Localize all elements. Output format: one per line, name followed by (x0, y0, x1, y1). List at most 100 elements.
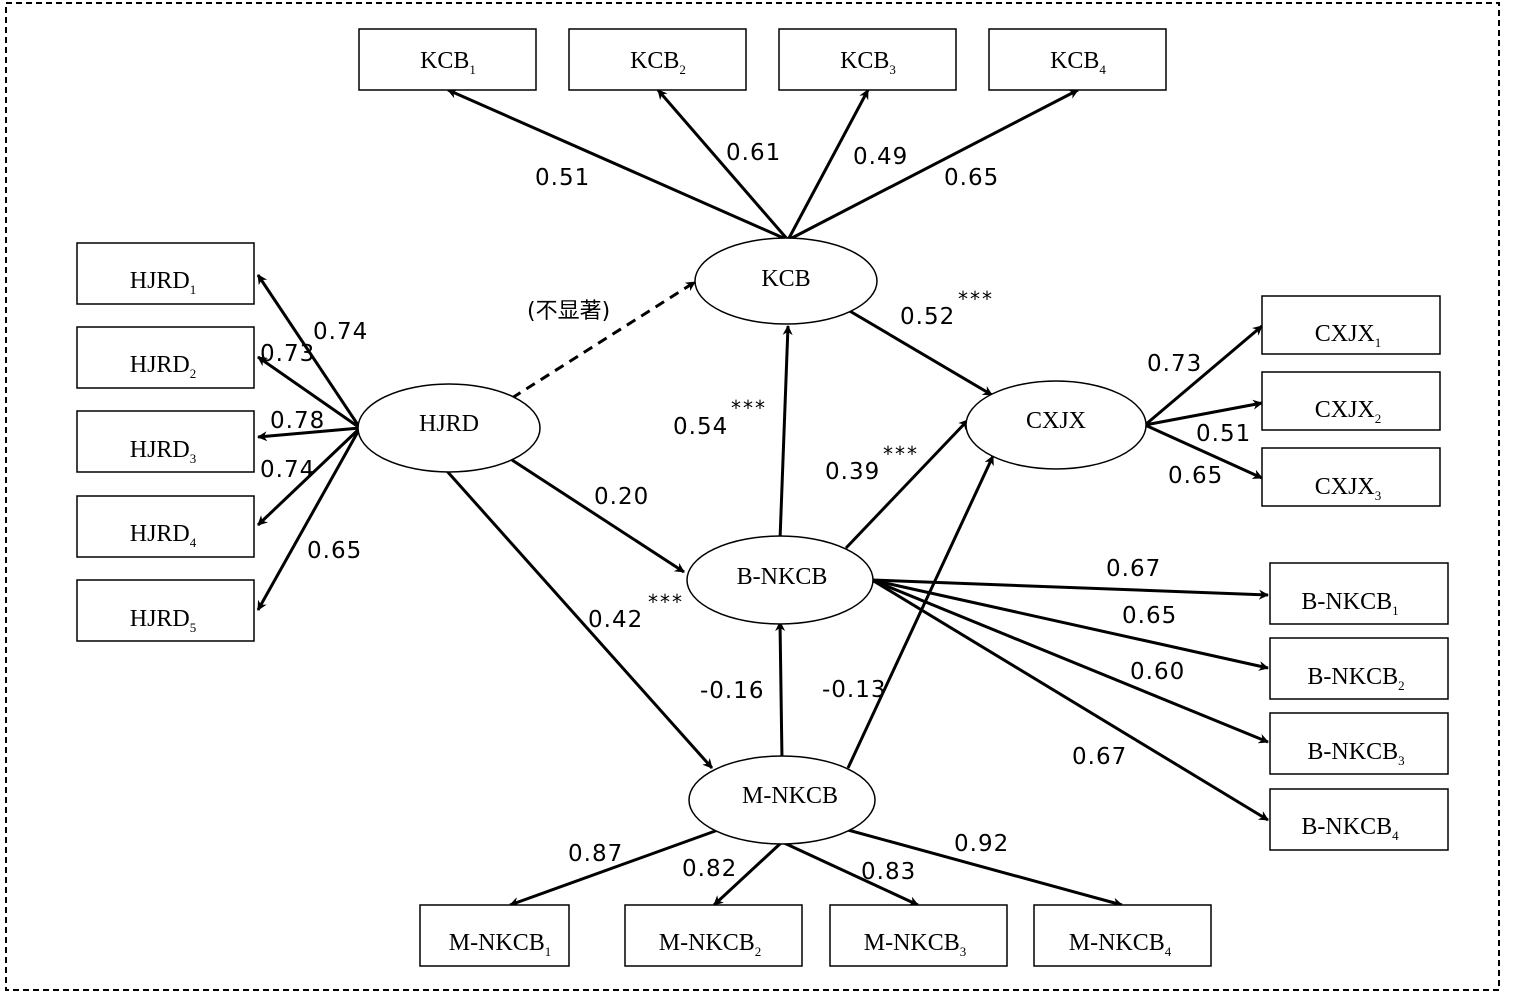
box-kcb4 (988, 28, 1167, 91)
label-kcb2: KCB2 (630, 48, 686, 77)
loading-cxjx3: 0.65 (1168, 463, 1223, 489)
arrow-mnkcb-mnkcb1 (509, 828, 719, 907)
label-mnkcb4: M-NKCB4 (1069, 930, 1172, 959)
path-bnkcb-kcb: 0.54 (673, 414, 728, 440)
latent-bnkcb: B-NKCB (686, 535, 874, 625)
path-hjrd-bnkcb-sig: *** (648, 590, 684, 614)
arrow-cxjx-cxjx2 (1144, 399, 1263, 427)
arrow-hjrd-hjrd4 (256, 426, 362, 527)
loading-mnkcb4: 0.92 (954, 831, 1009, 857)
loading-kcb2: 0.61 (726, 140, 781, 166)
loading-mnkcb3: 0.83 (861, 859, 916, 885)
box-cxjx1 (1261, 295, 1441, 355)
loading-hjrd3: 0.78 (270, 408, 325, 434)
loading-hjrd1: 0.74 (313, 319, 368, 345)
arrows (256, 88, 1269, 908)
coefficient-labels: 0.51 0.61 0.49 0.65 0.74 0.73 0.78 0.74 … (260, 140, 1251, 885)
loading-cxjx2: 0.51 (1196, 421, 1251, 447)
latent-hjrd-label: HJRD (419, 411, 479, 437)
box-cxjx2 (1261, 371, 1441, 431)
loading-hjrd2: 0.73 (260, 341, 315, 367)
label-hjrd1: HJRD1 (130, 268, 197, 297)
arrow-kcb-kcb4 (787, 88, 1079, 242)
label-cxjx1: CXJX1 (1315, 321, 1382, 350)
latent-mnkcb-label: M-NKCB (742, 783, 838, 809)
latent-cxjx: CXJX (965, 380, 1147, 470)
loading-hjrd4: 0.74 (260, 457, 315, 483)
label-hjrd4: HJRD4 (130, 521, 197, 550)
path-hjrd-kcb-note: (不显著) (527, 299, 610, 324)
label-bnkcb3: B-NKCB3 (1307, 739, 1404, 768)
latent-bnkcb-label: B-NKCB (737, 564, 828, 590)
label-bnkcb2: B-NKCB2 (1307, 664, 1404, 693)
label-hjrd5: HJRD5 (130, 606, 197, 635)
label-kcb1: KCB1 (420, 48, 476, 77)
arrow-hjrd-hjrd5 (256, 427, 362, 611)
loading-mnkcb2: 0.82 (682, 856, 737, 882)
label-kcb4: KCB4 (1050, 48, 1106, 77)
latent-cxjx-label: CXJX (1026, 408, 1086, 434)
arrow-bnkcb-bnkcb3 (871, 578, 1269, 744)
label-mnkcb3: M-NKCB3 (864, 930, 967, 959)
box-hjrd1 (76, 242, 255, 305)
indicator-labels: KCB1 KCB2 KCB3 KCB4 HJRD1 HJRD2 HJRD3 HJ… (130, 48, 1405, 959)
arrow-bnkcb-bnkcb2 (871, 578, 1269, 671)
box-cxjx3 (1261, 447, 1441, 507)
box-bnkcb4 (1269, 788, 1449, 851)
arrow-kcb-kcb3 (786, 89, 870, 241)
arrow-hjrd-hjrd3 (257, 426, 361, 442)
box-kcb2 (568, 28, 747, 91)
indicator-boxes (76, 28, 1449, 967)
latent-kcb-label: KCB (761, 266, 810, 292)
path-hjrd-mnkcb: 0.42 (588, 607, 643, 633)
loading-cxjx1: 0.73 (1147, 351, 1202, 377)
box-bnkcb1 (1269, 562, 1449, 625)
box-mnkcb2 (624, 904, 803, 967)
arrow-bnkcb-bnkcb1 (871, 578, 1269, 600)
path-bnkcb-kcb-sig: *** (731, 396, 767, 420)
latent-mnkcb: M-NKCB (688, 755, 876, 845)
latent-hjrd: HJRD (357, 383, 541, 473)
arrow-cxjx-cxjx3 (1144, 423, 1263, 480)
arrow-hjrd-hjrd1 (256, 274, 362, 429)
loading-hjrd5: 0.65 (307, 538, 362, 564)
label-hjrd2: HJRD2 (130, 352, 197, 381)
loading-kcb1: 0.51 (535, 165, 590, 191)
path-bnkcb-cxjx: 0.39 (825, 459, 880, 485)
arrow-bnkcb-cxjx (844, 418, 970, 550)
box-hjrd2 (76, 326, 255, 389)
label-bnkcb1: B-NKCB1 (1301, 589, 1398, 618)
arrow-mnkcb-cxjx (846, 455, 995, 769)
loading-bnkcb2: 0.65 (1122, 603, 1177, 629)
arrow-kcb-kcb2 (656, 89, 790, 241)
arrow-hjrd-hjrd2 (257, 355, 361, 430)
arrow-kcb-kcb1 (447, 88, 789, 242)
arrow-mnkcb-mnkcb2 (712, 840, 784, 907)
loading-mnkcb1: 0.87 (568, 841, 623, 867)
arrow-hjrd-kcb (511, 280, 696, 400)
box-kcb1 (358, 28, 537, 91)
loading-kcb4: 0.65 (944, 165, 999, 191)
loading-bnkcb4: 0.67 (1072, 744, 1127, 770)
latent-kcb: KCB (694, 237, 878, 325)
label-cxjx3: CXJX3 (1315, 474, 1382, 503)
box-bnkcb3 (1269, 712, 1449, 775)
arrow-bnkcb-kcb (778, 325, 793, 541)
path-mnkcb-bnkcb: -0.16 (700, 678, 765, 704)
arrow-kcb-cxjx (847, 308, 993, 397)
arrow-bnkcb-bnkcb4 (871, 578, 1269, 822)
arrow-cxjx-cxjx1 (1144, 324, 1263, 427)
arrow-hjrd-bnkcb (511, 458, 685, 574)
box-hjrd3 (76, 410, 255, 473)
loading-bnkcb1: 0.67 (1106, 556, 1161, 582)
loading-bnkcb3: 0.60 (1130, 659, 1185, 685)
box-mnkcb3 (829, 904, 1008, 967)
arrow-mnkcb-mnkcb4 (847, 828, 1123, 908)
arrow-mnkcb-bnkcb (775, 621, 786, 761)
arrow-hjrd-mnkcb (444, 469, 714, 769)
label-bnkcb4: B-NKCB4 (1301, 814, 1399, 843)
box-hjrd4 (76, 495, 255, 558)
arrow-mnkcb-mnkcb3 (781, 840, 919, 907)
label-mnkcb2: M-NKCB2 (659, 930, 762, 959)
box-mnkcb4 (1033, 904, 1212, 967)
